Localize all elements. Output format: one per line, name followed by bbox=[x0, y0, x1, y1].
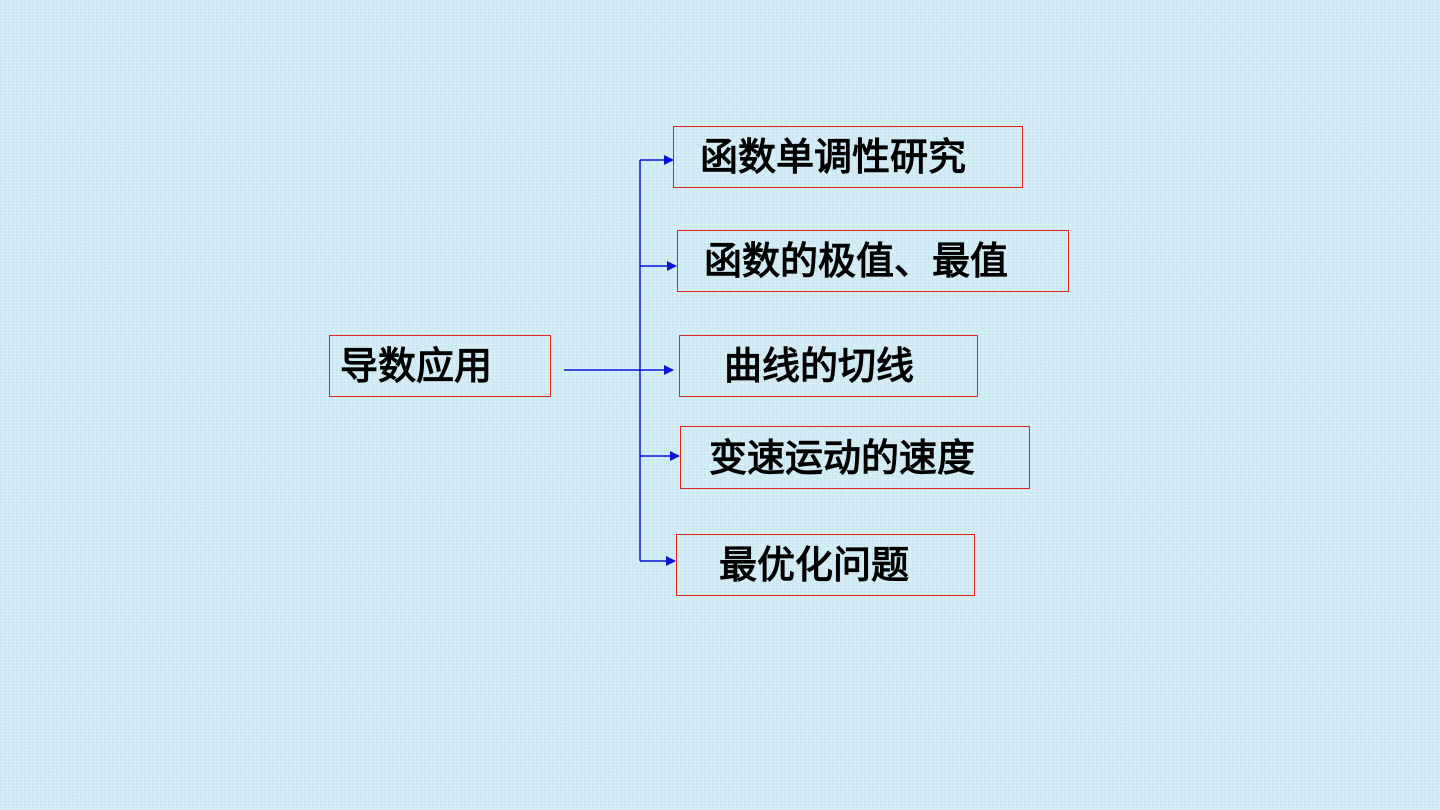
child-node-velocity: 变速运动的速度 bbox=[680, 426, 1030, 489]
root-node-label: 导数应用 bbox=[340, 344, 493, 388]
child-node-label: 曲线的切线 bbox=[724, 344, 915, 388]
child-node-extrema: 函数的极值、最值 bbox=[677, 230, 1069, 292]
root-node: 导数应用 bbox=[329, 335, 551, 397]
child-node-label: 变速运动的速度 bbox=[709, 435, 976, 480]
child-node-label: 函数单调性研究 bbox=[700, 135, 967, 179]
child-node-tangent: 曲线的切线 bbox=[679, 335, 978, 397]
child-node-monotonicity: 函数单调性研究 bbox=[673, 126, 1023, 188]
child-node-label: 函数的极值、最值 bbox=[704, 239, 1009, 283]
child-node-label: 最优化问题 bbox=[719, 543, 910, 587]
child-node-optimization: 最优化问题 bbox=[676, 534, 975, 596]
